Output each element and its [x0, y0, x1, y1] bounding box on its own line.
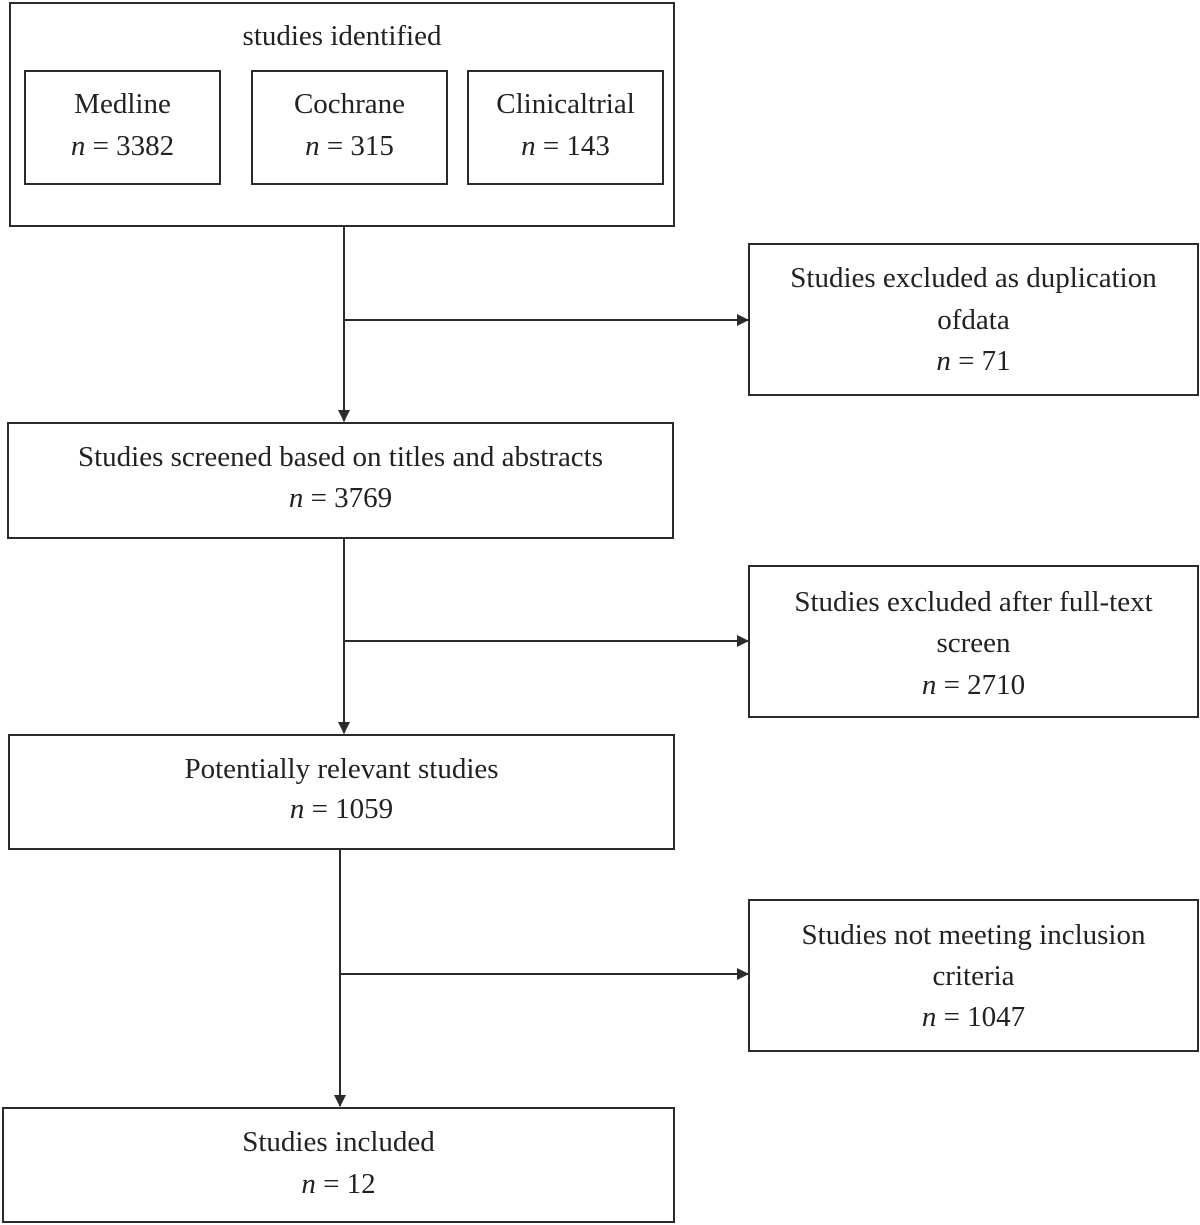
- source-box-cochrane: Cochrane n = 315: [251, 70, 448, 185]
- potentially-relevant-count: n = 1059: [289, 793, 394, 825]
- source-name: Medline: [74, 88, 171, 120]
- excluded-duplicates-count: n = 71: [936, 345, 1011, 377]
- source-box-medline: Medline n = 3382: [24, 70, 221, 185]
- excluded-criteria-box: Studies not meeting inclusion criteria n…: [748, 899, 1199, 1052]
- source-count: n = 143: [521, 130, 610, 162]
- source-count: n = 315: [305, 130, 394, 162]
- source-box-clinicaltrial: Clinicaltrial n = 143: [467, 70, 664, 185]
- excluded-duplicates-line1: Studies excluded as duplication: [790, 262, 1157, 294]
- studies-screened-count: n = 3769: [288, 482, 393, 514]
- excluded-fulltext-box: Studies excluded after full-text screen …: [748, 565, 1199, 718]
- studies-identified-title: studies identified: [242, 20, 442, 52]
- source-count: n = 3382: [70, 130, 175, 162]
- studies-included-count: n = 12: [301, 1168, 376, 1200]
- studies-screened-text: Studies screened based on titles and abs…: [77, 441, 604, 473]
- studies-included-text: Studies included: [242, 1126, 435, 1158]
- source-name: Clinicaltrial: [496, 88, 635, 120]
- studies-screened-box: Studies screened based on titles and abs…: [7, 422, 674, 539]
- excluded-fulltext-line2: screen: [936, 627, 1011, 659]
- excluded-duplicates-line2: ofdata: [937, 304, 1010, 336]
- source-name: Cochrane: [293, 88, 406, 120]
- excluded-fulltext-count: n = 2710: [921, 669, 1026, 701]
- excluded-criteria-line2: criteria: [932, 960, 1015, 992]
- excluded-criteria-line1: Studies not meeting inclusion: [801, 919, 1146, 951]
- potentially-relevant-text: Potentially relevant studies: [184, 753, 499, 785]
- excluded-duplicates-box: Studies excluded as duplication ofdata n…: [748, 243, 1199, 396]
- potentially-relevant-box: Potentially relevant studies n = 1059: [8, 734, 675, 850]
- studies-included-box: Studies included n = 12: [2, 1107, 675, 1223]
- excluded-fulltext-line1: Studies excluded after full-text: [794, 586, 1153, 618]
- excluded-criteria-count: n = 1047: [921, 1001, 1026, 1033]
